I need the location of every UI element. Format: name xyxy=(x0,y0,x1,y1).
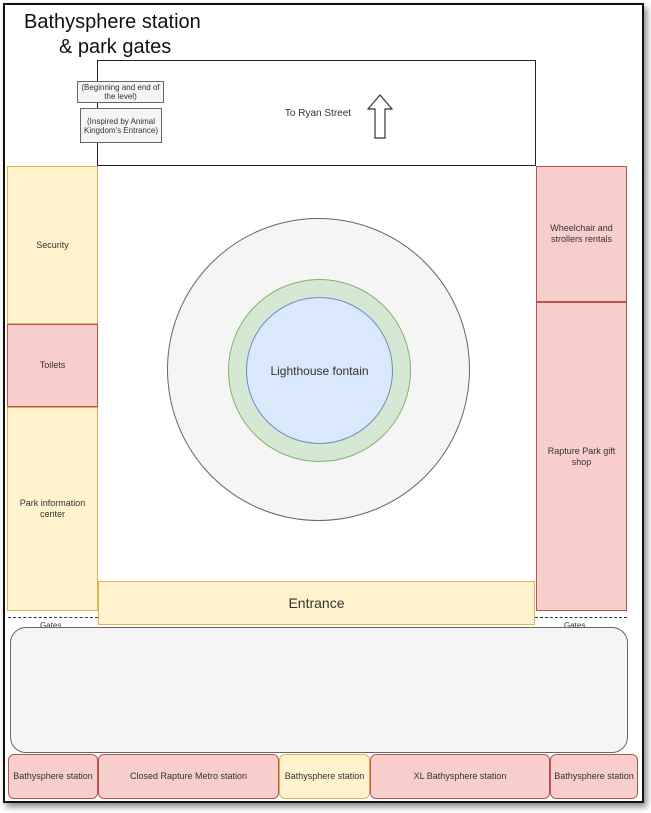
bathysphere-station-1: Bathysphere station xyxy=(8,754,98,799)
gate-label-right: Gates xyxy=(564,621,586,630)
gate-label-left: Gates xyxy=(40,621,62,630)
ryan-street-area xyxy=(97,60,536,166)
note-level-start: (Beginning and end of the level) xyxy=(77,81,164,103)
gate-line-left xyxy=(8,617,98,618)
security-area: Security xyxy=(7,166,98,324)
title-line-2: & park gates xyxy=(59,36,172,58)
xl-bathysphere-station: XL Bathysphere station xyxy=(370,754,550,799)
gift-shop-area: Rapture Park gift shop xyxy=(536,302,627,611)
up-arrow-icon xyxy=(366,94,394,139)
bathysphere-station-2: Bathysphere station xyxy=(279,754,370,799)
lighthouse-fountain: Lighthouse fontain xyxy=(246,297,393,444)
diagram-title: Bathysphere station & park gates xyxy=(24,10,201,60)
entrance-area: Entrance xyxy=(98,581,535,625)
bathysphere-station-3: Bathysphere station xyxy=(550,754,638,799)
closed-metro-station: Closed Rapture Metro station xyxy=(98,754,279,799)
gate-line-right xyxy=(535,617,627,618)
toilets-area: Toilets xyxy=(7,324,98,407)
note-inspiration: (Inspired by Animal Kingdom's Entrance) xyxy=(80,108,162,143)
wheelchair-rentals-area: Wheelchair and strollers rentals xyxy=(536,166,627,302)
title-line-1: Bathysphere station xyxy=(24,11,201,33)
park-information-center: Park information center xyxy=(7,407,98,611)
station-platform xyxy=(10,627,628,753)
ryan-street-label: To Ryan Street xyxy=(284,107,352,119)
